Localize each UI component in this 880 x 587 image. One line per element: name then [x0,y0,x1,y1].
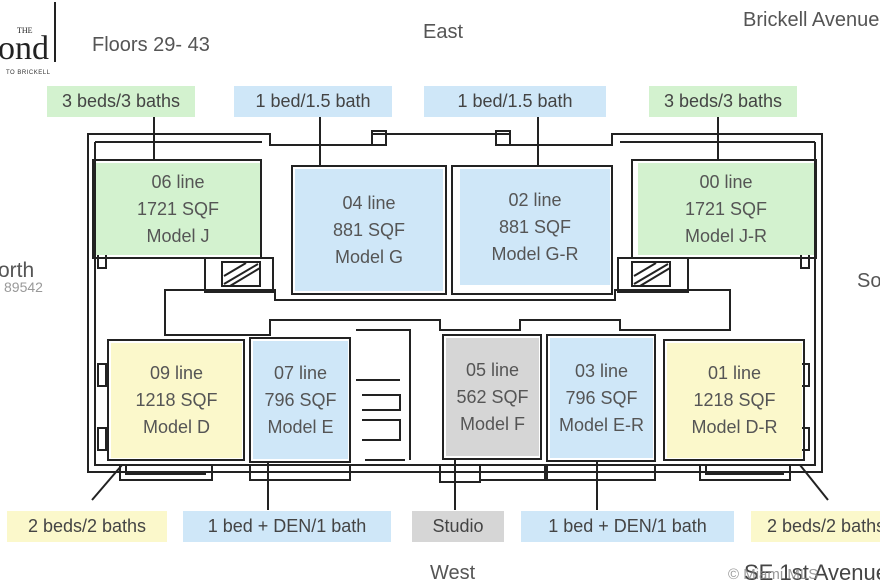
north-code: 89542 [4,279,43,295]
unit-04-model: Model G [334,246,404,267]
unit-09-model: Model D [142,417,211,437]
unit-01-model: Model D-R [691,417,778,437]
unit-05-model: Model F [459,413,526,434]
tag-3beds-top-left: 3 beds/3 baths [47,86,195,117]
unit-09-line: 09 line [149,363,204,383]
unit-04-line: 04 line [342,192,396,213]
unit-07: 07 line 796 SQF Model E [253,341,348,459]
unit-07-sqf: 796 SQF [264,389,337,410]
south-label: So [857,270,880,292]
unit-05-sqf: 562 SQF [456,386,529,407]
logo-the: THE [17,26,33,35]
watermark: © Miami MLS [728,566,819,583]
unit-06: 06 line 1721 SQF Model J [96,163,260,255]
logo-subtitle: TO BRICKELL [6,70,51,76]
bottom-street-label: SE 1st Avenue [744,560,880,585]
unit-04-sqf: 881 SQF [332,219,406,240]
logo: THE ond TO BRICKELL [0,0,62,82]
unit-01-sqf: 1218 SQF [693,390,776,410]
unit-02-line: 02 line [508,189,562,210]
unit-06-line: 06 line [151,171,205,192]
unit-03: 03 line 796 SQF Model E-R [550,338,653,458]
west-label: West [430,562,476,584]
tag-1bed-top-mid-left: 1 bed/1.5 bath [234,86,392,117]
unit-00-model: Model J-R [684,225,768,246]
top-street-label: Brickell Avenue [743,9,880,31]
unit-09-sqf: 1218 SQF [135,390,218,410]
floors-label: Floors 29- 43 [92,34,210,56]
unit-05: 05 line 562 SQF Model F [446,338,539,456]
unit-03-model: Model E-R [558,414,645,435]
tag-3beds-top-right: 3 beds/3 baths [649,86,797,117]
unit-00-sqf: 1721 SQF [684,198,768,219]
unit-02: 02 line 881 SQF Model G-R [460,169,610,285]
unit-07-line: 07 line [273,362,328,383]
logo-wordmark: ond [0,30,49,67]
tag-studio: Studio [412,511,504,542]
unit-02-model: Model G-R [491,243,579,264]
unit-03-sqf: 796 SQF [565,387,638,408]
unit-09: 09 line 1218 SQF Model D [111,343,242,458]
tag-1bed-den-bottom-left: 1 bed + DEN/1 bath [183,511,391,542]
unit-06-model: Model J [146,225,210,246]
tag-1bed-top-mid-right: 1 bed/1.5 bath [424,86,606,117]
unit-07-model: Model E [267,416,334,437]
logo-bar [54,2,56,62]
unit-00-line: 00 line [699,171,753,192]
north-label: orth [0,259,35,282]
unit-05-line: 05 line [465,359,520,380]
tag-2beds-bottom-left: 2 beds/2 baths [7,511,167,542]
unit-03-line: 03 line [574,360,629,381]
unit-01-line: 01 line [707,363,762,383]
unit-00: 00 line 1721 SQF Model J-R [638,163,814,255]
tag-2beds-bottom-right: 2 beds/2 baths [751,511,880,542]
unit-02-sqf: 881 SQF [498,216,572,237]
unit-04: 04 line 881 SQF Model G [295,169,443,291]
unit-01: 01 line 1218 SQF Model D-R [667,343,802,458]
east-label: East [423,21,464,43]
tag-1bed-den-bottom-right: 1 bed + DEN/1 bath [521,511,734,542]
unit-06-sqf: 1721 SQF [136,198,220,219]
